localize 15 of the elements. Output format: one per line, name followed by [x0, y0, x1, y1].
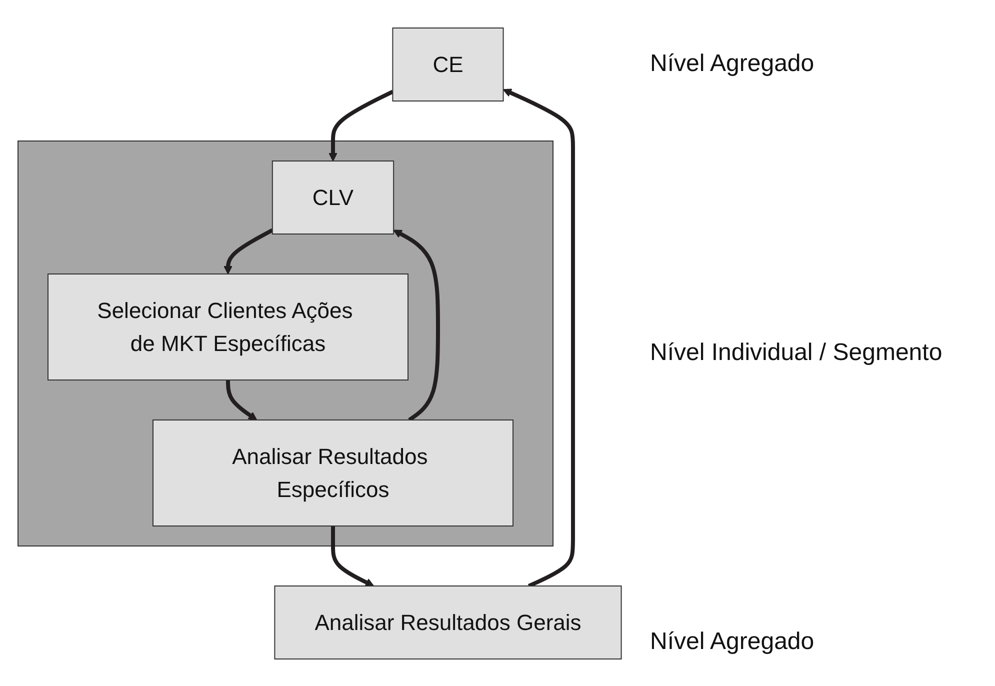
node-box: CLV — [272, 160, 394, 234]
arrow — [328, 89, 394, 161]
level-label: Nível Individual / Segmento — [650, 339, 944, 367]
level-label: Nível Agregado — [650, 50, 816, 78]
arrow — [503, 88, 576, 588]
arrow — [224, 228, 274, 274]
node-box: Selecionar Clientes Ações de MKT Específicas — [48, 273, 409, 380]
arrow — [226, 380, 258, 420]
arrow — [331, 526, 374, 586]
arrow — [394, 229, 440, 422]
node-box: CE — [392, 27, 504, 101]
cluster — [18, 140, 554, 546]
level-label: Nível Agregado — [650, 628, 816, 656]
node-box: Analisar Resultados Específicos — [152, 419, 514, 526]
node-box: Analisar Resultados Gerais — [274, 584, 622, 659]
